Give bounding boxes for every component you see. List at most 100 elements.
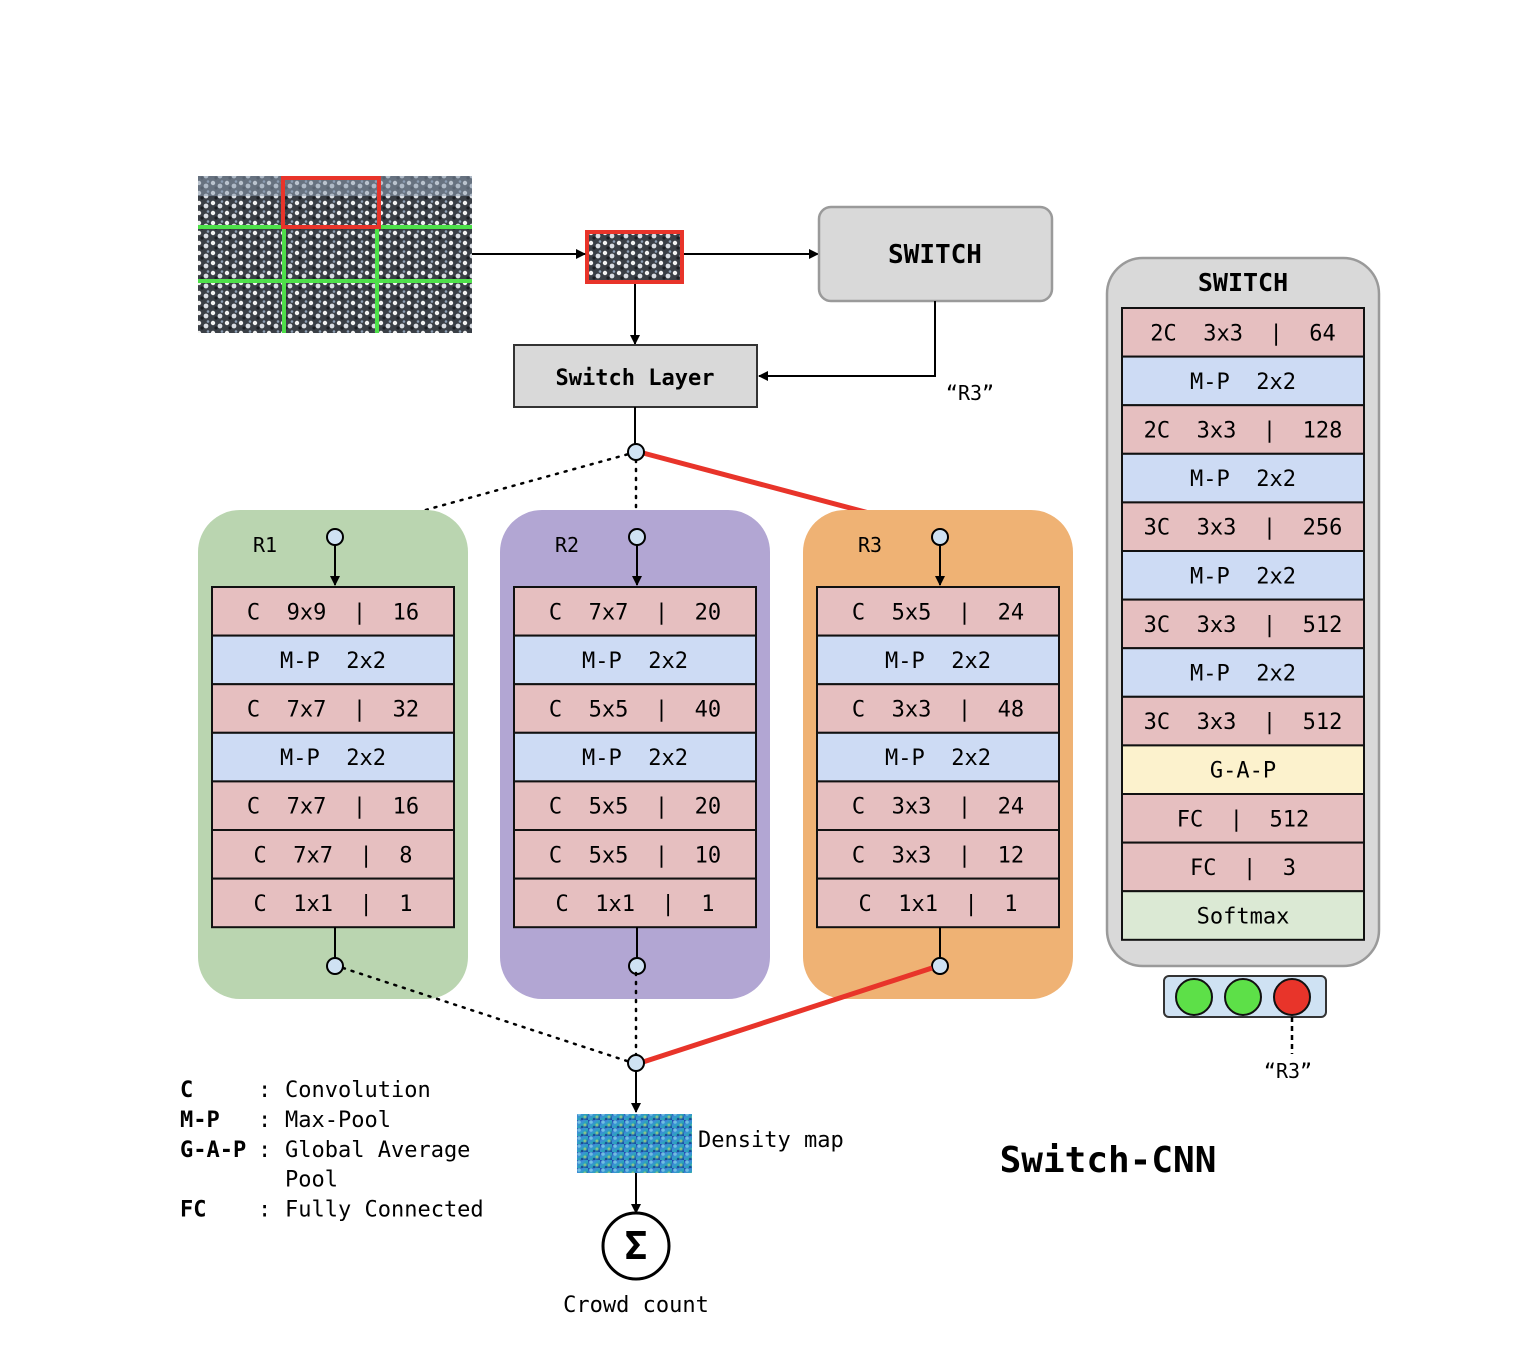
switch-box-label: SWITCH	[888, 240, 982, 270]
classifier-layer-softmax	[1121, 890, 1365, 941]
density-map-image	[577, 1114, 692, 1173]
classifier-layer-conv	[1121, 598, 1365, 650]
layer-label: C 1x1 | 1	[254, 892, 413, 917]
classifier-layer-label: FC | 512	[1177, 807, 1309, 832]
classifier-layer-pool	[1121, 452, 1365, 504]
light-indicator-icon	[1224, 978, 1262, 1016]
sum-node	[601, 1211, 671, 1281]
layer-label: M-P 2x2	[280, 746, 386, 771]
classifier-layer-label: 3C 3x3 | 512	[1144, 710, 1343, 735]
classifier-layer-conv	[1121, 841, 1365, 893]
arrow-switch-to-switch-layer	[758, 301, 936, 381]
column-label: R3	[858, 533, 882, 557]
legend-key: M-P	[180, 1108, 220, 1133]
column-input-node	[326, 528, 344, 546]
crowd-count-label: Crowd count	[563, 1293, 709, 1318]
legend-description: Global Average	[285, 1138, 470, 1163]
density-map-label: Density map	[698, 1128, 844, 1153]
switch-layer-label: Switch Layer	[556, 366, 715, 391]
classifier-layer-label: M-P 2x2	[1190, 662, 1296, 687]
classifier-layer-label: 3C 3x3 | 256	[1144, 516, 1343, 541]
image-patch	[585, 230, 684, 284]
layer-conv	[816, 829, 1060, 880]
classifier-output-quote: “R3”	[1264, 1059, 1312, 1083]
classifier-layer-pool	[1121, 550, 1365, 601]
legend-description: Fully Connected	[285, 1198, 484, 1223]
layer-conv	[513, 780, 757, 832]
layer-label: C 7x7 | 16	[247, 795, 419, 820]
column-input-node	[931, 528, 949, 546]
legend-description: Convolution	[285, 1078, 431, 1103]
light-indicator-icon	[1175, 978, 1213, 1016]
legend-key: FC	[180, 1198, 207, 1223]
switch-output-quote: “R3”	[946, 381, 994, 405]
layer-label: C 9x9 | 16	[247, 600, 419, 625]
column-label: R2	[555, 533, 579, 557]
layer-label: M-P 2x2	[885, 649, 991, 674]
legend-separator: :	[258, 1078, 271, 1103]
classifier-layer-conv	[1121, 404, 1365, 455]
legend-description: Max-Pool	[285, 1108, 391, 1133]
legend-key: G-A-P	[180, 1138, 246, 1163]
layer-label: C 3x3 | 48	[852, 698, 1024, 723]
layer-conv	[211, 829, 455, 880]
legend-key: C	[180, 1078, 193, 1103]
layer-label: C 3x3 | 12	[852, 843, 1024, 868]
layer-label: C 5x5 | 20	[549, 795, 721, 820]
layer-label: M-P 2x2	[582, 649, 688, 674]
light-indicator-icon	[1273, 978, 1311, 1016]
layer-conv	[816, 683, 1060, 734]
layer-label: M-P 2x2	[885, 746, 991, 771]
classifier-layer-label: 2C 3x3 | 64	[1150, 321, 1335, 346]
layer-pool	[211, 634, 455, 686]
layer-label: C 1x1 | 1	[556, 892, 715, 917]
layer-conv	[816, 780, 1060, 832]
classifier-layer-label: Softmax	[1197, 905, 1290, 930]
classifier-layer-label: FC | 3	[1190, 856, 1296, 881]
column-r2: R2 C 7x7 | 20 M-P 2x2 C 5x5 | 40 M-P 2x2 C 5x…	[500, 510, 770, 999]
classifier-layer-conv	[1121, 307, 1365, 358]
classifier-layer-conv	[1121, 501, 1365, 552]
sum-icon: Σ	[625, 1224, 648, 1268]
merge-node	[627, 1054, 645, 1072]
column-output-node	[931, 957, 949, 975]
column-label: R1	[253, 533, 277, 557]
legend-separator: :	[258, 1108, 271, 1133]
layer-pool	[211, 731, 455, 783]
classifier-layer-conv	[1121, 793, 1365, 844]
classifier-layer-label: M-P 2x2	[1190, 370, 1296, 395]
layer-conv	[513, 586, 757, 637]
classifier-layer-label: 3C 3x3 | 512	[1144, 613, 1343, 638]
layer-label: M-P 2x2	[280, 649, 386, 674]
input-crowd-image	[198, 176, 472, 333]
layer-conv	[816, 877, 1060, 929]
layer-label: C 1x1 | 1	[859, 892, 1018, 917]
classifier-layer-pool	[1121, 647, 1365, 698]
layer-label: C 7x7 | 8	[254, 843, 413, 868]
legend-description: Pool	[285, 1168, 338, 1193]
column-input-node	[628, 528, 646, 546]
column-output-node	[326, 957, 344, 975]
layer-label: C 3x3 | 24	[852, 795, 1024, 820]
legend-separator: :	[258, 1138, 271, 1163]
layer-label: C 5x5 | 40	[549, 698, 721, 723]
classifier-layer-label: G-A-P	[1210, 759, 1276, 784]
switch-layer-box	[513, 344, 758, 408]
layer-label: M-P 2x2	[582, 746, 688, 771]
layer-conv	[211, 877, 455, 929]
layer-label: C 7x7 | 20	[549, 600, 721, 625]
layer-label: C 5x5 | 24	[852, 600, 1024, 625]
layer-label: C 5x5 | 10	[549, 843, 721, 868]
classifier-layer-label: 2C 3x3 | 128	[1144, 419, 1343, 444]
column-r3: R3 C 5x5 | 24 M-P 2x2 C 3x3 | 48 M-P 2x2 C 3x…	[803, 510, 1073, 999]
layer-pool	[816, 634, 1060, 686]
selected-patch-outline	[281, 176, 381, 229]
route-bottom-r1	[341, 966, 632, 1064]
legend-separator: :	[258, 1198, 271, 1223]
layer-conv	[211, 586, 455, 637]
switch-output-node	[627, 443, 645, 461]
